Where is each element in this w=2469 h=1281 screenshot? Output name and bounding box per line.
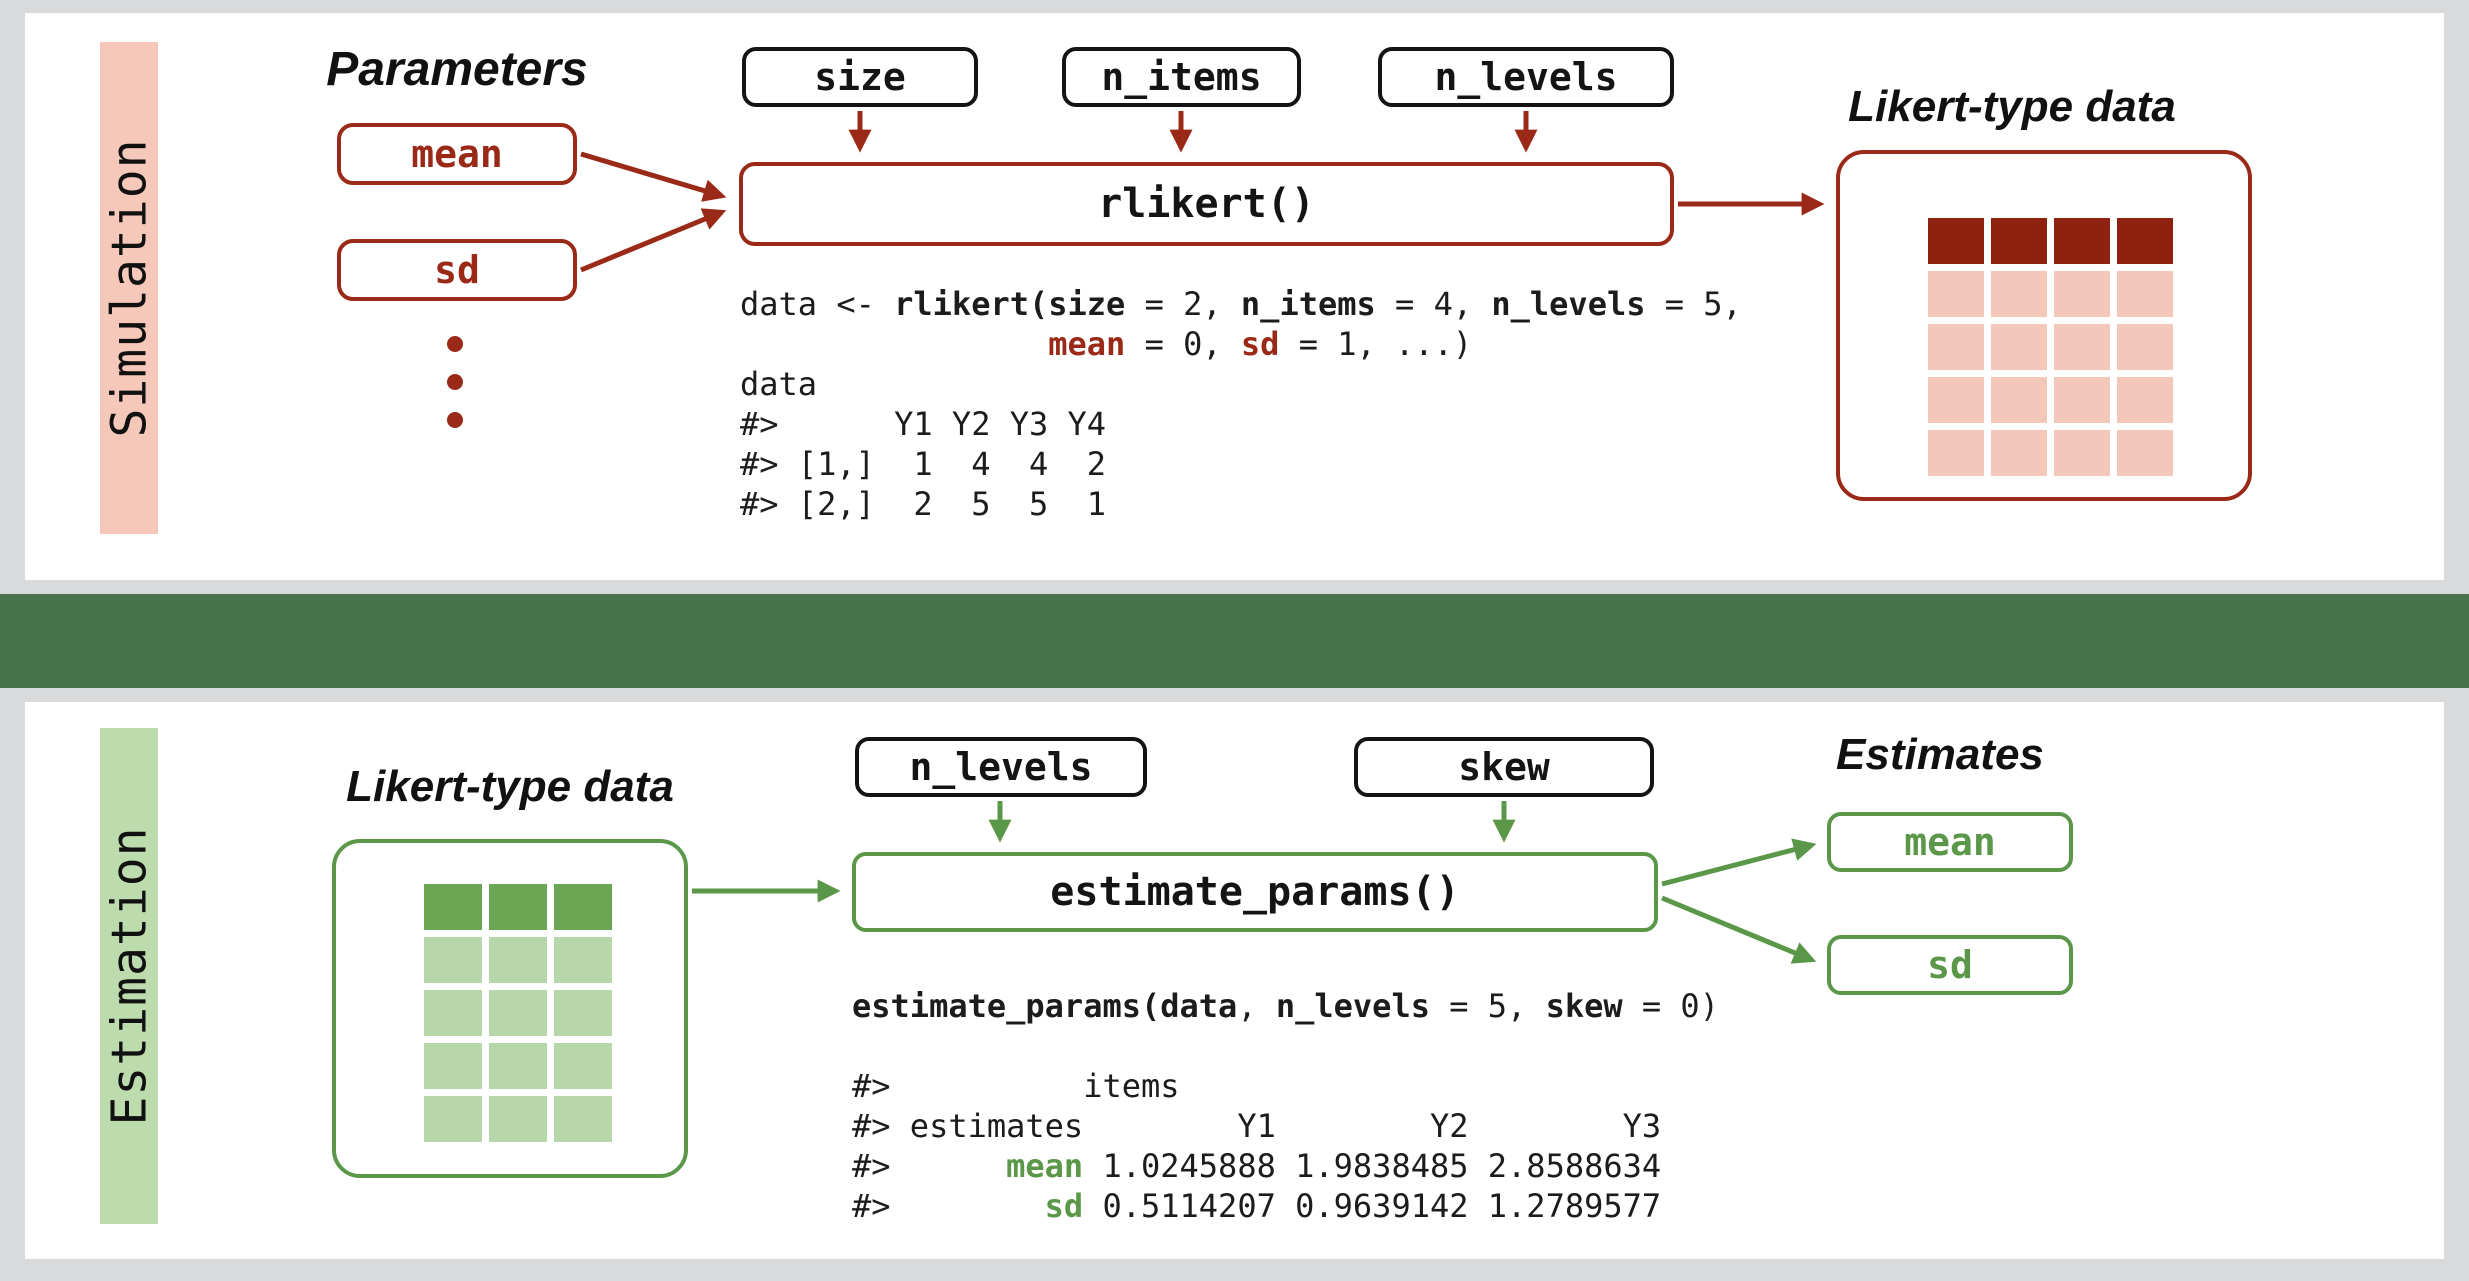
code-line: #> mean 1.0245888 1.9838485 2.8588634 [852,1147,1662,1185]
table-header-cell [2117,218,2173,264]
ellipsis-dot [447,412,463,428]
estimation-sidebar: Estimation [100,728,158,1224]
estimation-code-block: estimate_params(data, n_levels = 5, skew… [852,986,1719,1226]
table-cell [1928,324,1984,370]
estimate-params-function-box: estimate_params() [852,852,1658,932]
code-line: #> items [852,1067,1180,1105]
table-cell [1991,324,2047,370]
table-header-cell [489,884,547,930]
code-line: #> Y1 Y2 Y3 Y4 [740,405,1107,443]
code-line: #> sd 0.5114207 0.9639142 1.2789577 [852,1187,1662,1225]
estimates-title: Estimates [1836,730,2044,779]
code-line: #> estimates Y1 Y2 Y3 [852,1107,1662,1145]
code-line: #> [2,] 2 5 5 1 [740,485,1107,523]
mean-estimate-box: mean [1827,812,2073,872]
table-cell [554,937,612,983]
table-cell [489,1096,547,1142]
table-cell [2117,430,2173,476]
likert-table-simulation [1928,218,2173,476]
table-cell [2117,377,2173,423]
table-cell [489,990,547,1036]
simulation-code-block: data <- rlikert(size = 2, n_items = 4, n… [740,284,1742,524]
table-cell [489,937,547,983]
n-items-arg-box: n_items [1062,47,1301,107]
table-header-cell [424,884,482,930]
simulation-sidebar-label: Simulation [101,138,158,438]
code-line: #> [1,] 1 4 4 2 [740,445,1107,483]
table-cell [1928,377,1984,423]
code-line: estimate_params(data, n_levels = 5, skew… [852,987,1719,1025]
table-cell [554,1043,612,1089]
code-line: data <- rlikert(size = 2, n_items = 4, n… [740,285,1742,323]
table-cell [554,990,612,1036]
green-divider-band [0,594,2469,688]
table-cell [2117,271,2173,317]
likert-data-title-simulation: Likert-type data [1848,82,2176,131]
table-cell [1928,430,1984,476]
table-cell [1991,377,2047,423]
code-line [852,1026,1719,1066]
table-header-cell [1928,218,1984,264]
estimation-sidebar-label: Estimation [101,826,158,1126]
table-cell [554,1096,612,1142]
skew-arg-box: skew [1354,737,1654,797]
parameters-title: Parameters [326,43,588,96]
code-line: mean = 0, sd = 1, ...) [1048,325,1473,363]
sd-estimate-box: sd [1827,935,2073,995]
sd-param-box: sd [337,239,577,301]
table-cell [2054,271,2110,317]
table-cell [424,990,482,1036]
table-cell [1928,271,1984,317]
table-cell [489,1043,547,1089]
rlikert-function-box: rlikert() [739,162,1674,246]
ellipsis-dot [447,374,463,390]
table-cell [424,937,482,983]
table-header-cell [2054,218,2110,264]
table-cell [2054,324,2110,370]
likert-data-title-estimation: Likert-type data [346,762,674,811]
mean-param-box: mean [337,123,577,185]
table-header-cell [554,884,612,930]
simulation-sidebar: Simulation [100,42,158,534]
table-cell [424,1096,482,1142]
table-cell [2054,377,2110,423]
n-levels-arg-box: n_levels [1378,47,1674,107]
size-arg-box: size [742,47,978,107]
table-cell [1991,271,2047,317]
table-cell [2054,430,2110,476]
table-cell [2117,324,2173,370]
likert-table-estimation [424,884,612,1142]
table-cell [424,1043,482,1089]
n-levels-arg-box-estimation: n_levels [855,737,1147,797]
ellipsis-dot [447,336,463,352]
code-line: data [740,365,818,403]
table-header-cell [1991,218,2047,264]
table-cell [1991,430,2047,476]
